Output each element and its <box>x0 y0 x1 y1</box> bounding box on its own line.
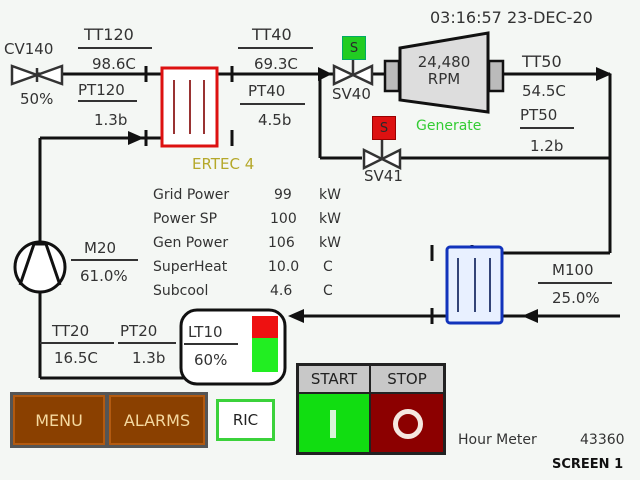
cv140-tag: CV140 <box>4 40 54 58</box>
alarms-button[interactable]: ALARMS <box>106 392 208 448</box>
screen-label: SCREEN 1 <box>552 457 624 472</box>
readout-label: Power SP <box>153 211 218 227</box>
readout-unit: kW <box>319 211 341 227</box>
start-label: START <box>299 366 369 392</box>
flow-arrow <box>522 309 538 323</box>
start-stop-panel: START STOP <box>296 363 446 455</box>
readout-unit: C <box>323 283 333 299</box>
turbine-unit: RPM <box>427 70 461 88</box>
pt20-value: 1.3b <box>132 349 166 367</box>
flow-arrow <box>128 131 144 145</box>
condenser-icon <box>445 245 504 325</box>
lt10-value: 60% <box>194 351 228 369</box>
turbine-icon <box>383 31 505 114</box>
readout-label: Subcool <box>153 283 209 299</box>
power-on-icon <box>330 410 336 438</box>
turbine-speed: 24,480 <box>417 53 471 71</box>
pt120-value: 1.3b <box>94 111 128 129</box>
lt10-tag: LT10 <box>188 323 223 341</box>
stop-label: STOP <box>371 366 443 392</box>
m20-value[interactable]: 61.0% <box>80 267 128 285</box>
sv40-solenoid[interactable]: S <box>342 36 366 60</box>
m100-value[interactable]: 25.0% <box>552 289 600 307</box>
valve-cv140-icon <box>10 64 64 86</box>
sv41-solenoid[interactable]: S <box>372 116 396 140</box>
level-empty <box>252 316 278 338</box>
flow-arrow <box>596 67 612 81</box>
tt120-tag: TT120 <box>84 25 134 44</box>
readout-label: SuperHeat <box>153 259 228 275</box>
pt120-tag: PT120 <box>78 81 125 99</box>
flow-arrow <box>288 309 304 323</box>
readout-value: 106 <box>268 235 295 251</box>
tt40-tag: TT40 <box>252 25 292 44</box>
pump-m20-icon <box>13 240 67 294</box>
stop-button[interactable] <box>371 394 443 452</box>
tt40-value: 69.3C <box>254 55 298 73</box>
generate-status: Generate <box>416 118 482 134</box>
valve-sv41-icon <box>362 138 402 171</box>
sv40-badge-text: S <box>349 40 359 56</box>
readout-unit: C <box>323 259 333 275</box>
level-fill <box>252 338 278 372</box>
start-button[interactable] <box>299 394 369 452</box>
hour-meter-value: 43360 <box>580 432 625 448</box>
pt40-value: 4.5b <box>258 111 292 129</box>
readout-unit: kW <box>319 187 341 203</box>
readout-label: Gen Power <box>153 235 229 251</box>
cv140-value[interactable]: 50% <box>20 90 54 108</box>
sv41-badge-text: S <box>379 120 389 136</box>
tt20-value: 16.5C <box>54 349 98 367</box>
readout-unit: kW <box>319 235 341 251</box>
clock: 03:16:57 23-DEC-20 <box>430 8 593 27</box>
tt50-tag: TT50 <box>522 52 562 71</box>
sv41-tag: SV41 <box>364 167 403 185</box>
readout-value: 99 <box>274 187 292 203</box>
ric-button[interactable]: RIC <box>216 399 275 441</box>
power-off-icon <box>393 409 423 439</box>
readout-label: Grid Power <box>153 187 230 203</box>
tt50-value: 54.5C <box>522 82 566 100</box>
hour-meter-label: Hour Meter <box>458 432 537 448</box>
sv40-tag: SV40 <box>332 85 371 103</box>
readout-value: 4.6 <box>270 283 293 299</box>
heat-exchanger-ertec-icon <box>160 66 219 148</box>
menu-button[interactable]: MENU <box>10 392 108 448</box>
pt50-tag: PT50 <box>520 106 558 124</box>
tt120-value: 98.6C <box>92 55 136 73</box>
pt50-value: 1.2b <box>530 137 564 155</box>
m100-tag: M100 <box>552 261 594 279</box>
readout-value: 10.0 <box>268 259 300 275</box>
flow-arrow <box>318 67 332 81</box>
tt20-tag: TT20 <box>52 322 90 340</box>
unit-label: ERTEC 4 <box>192 155 255 173</box>
pt20-tag: PT20 <box>120 322 158 340</box>
readout-value[interactable]: 100 <box>270 211 297 227</box>
valve-sv40-icon <box>332 56 374 86</box>
m20-tag: M20 <box>84 239 117 257</box>
pt40-tag: PT40 <box>248 82 286 100</box>
